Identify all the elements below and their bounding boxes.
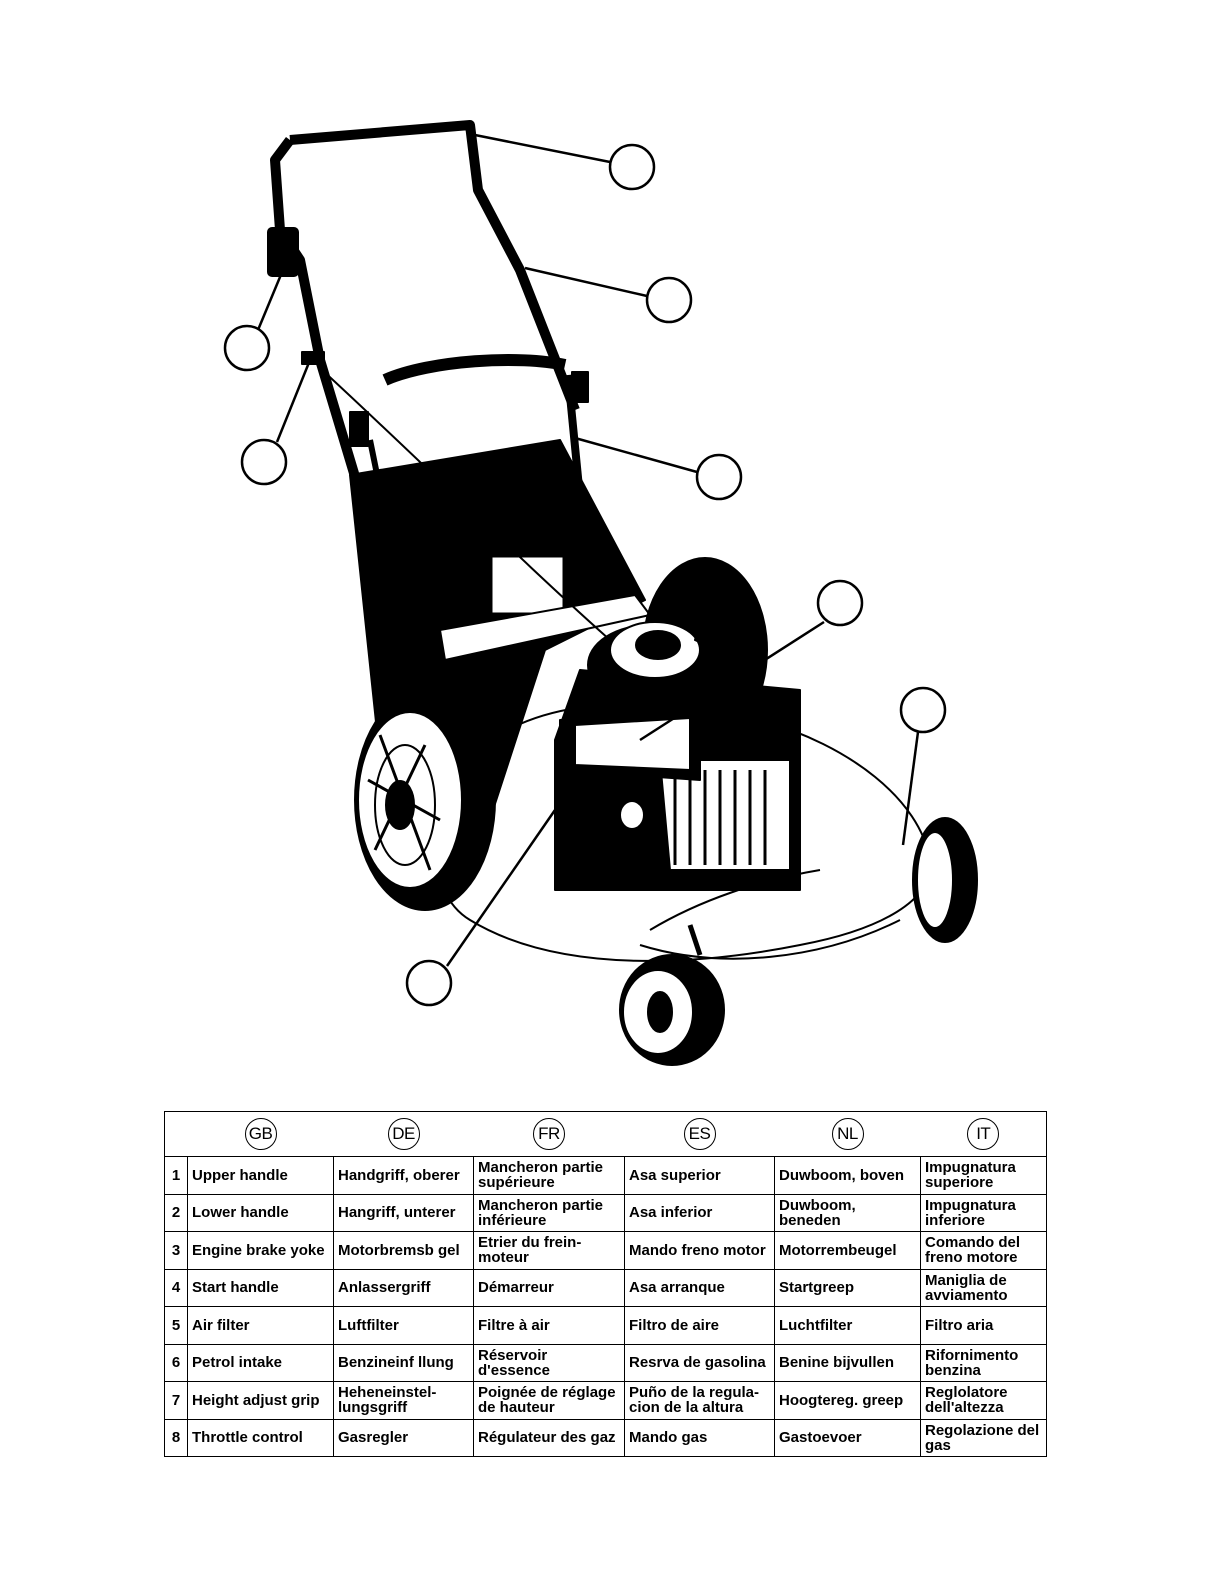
lawn-mower-illustration (223, 120, 978, 1066)
callout-1 (608, 143, 656, 191)
table-row: 8 Throttle control Gasregler Régulateur … (164, 1418, 1047, 1457)
cell-it: Impugnatura inferiore (920, 1193, 1047, 1232)
cell-gb: Start handle (187, 1268, 334, 1307)
table-row: 7 Height adjust grip Heheneinstel-lungsg… (164, 1381, 1047, 1420)
lang-de-badge: DE (387, 1118, 420, 1150)
cell-fr: Poignée de réglage de hauteur (473, 1381, 625, 1420)
cell-gb: Air filter (187, 1306, 334, 1345)
lang-gb-badge: GB (244, 1118, 277, 1150)
callout-6 (816, 579, 864, 627)
cell-de: Hangriff, unterer (333, 1193, 474, 1232)
table-row: 5 Air filter Luftfilter Filtre à air Fil… (164, 1306, 1047, 1345)
callout-4 (240, 438, 288, 486)
cell-nl: Hoogtereg. greep (774, 1381, 921, 1420)
cell-de: Gasregler (333, 1418, 474, 1457)
table-row: 4 Start handle Anlassergriff Démarreur A… (164, 1268, 1047, 1307)
callout-7 (899, 686, 947, 734)
lang-header: DE (333, 1111, 474, 1157)
cell-nl: Gastoevoer (774, 1418, 921, 1457)
cell-es: Mando gas (624, 1418, 775, 1457)
row-number: 6 (164, 1343, 188, 1382)
callout-8 (405, 959, 453, 1007)
cell-es: Resrva de gasolina (624, 1343, 775, 1382)
lang-header: NL (774, 1111, 921, 1157)
cell-gb: Throttle control (187, 1418, 334, 1457)
cell-de: Heheneinstel-lungsgriff (333, 1381, 474, 1420)
cell-it: Comando del freno motore (920, 1231, 1047, 1270)
cell-nl: Benine bijvullen (774, 1343, 921, 1382)
row-number: 3 (164, 1231, 188, 1270)
table-row: 6 Petrol intake Benzineinf llung Réservo… (164, 1343, 1047, 1382)
language-header-row: GB DE FR ES NL IT (164, 1111, 1047, 1157)
cell-fr: Démarreur (473, 1268, 625, 1307)
cell-es: Puño de la regula-cion de la altura (624, 1381, 775, 1420)
lang-header: IT (920, 1111, 1047, 1157)
lang-fr-badge: FR (533, 1118, 565, 1150)
lang-nl-badge: NL (831, 1118, 864, 1150)
cell-it: Impugnatura superiore (920, 1156, 1047, 1195)
cell-fr: Mancheron partie inférieure (473, 1193, 625, 1232)
cell-nl: Luchtfilter (774, 1306, 921, 1345)
callout-3 (223, 324, 271, 372)
row-number: 2 (164, 1193, 188, 1232)
row-number: 5 (164, 1306, 188, 1345)
cell-es: Asa inferior (624, 1193, 775, 1232)
cell-nl: Motorrembeugel (774, 1231, 921, 1270)
cell-gb: Upper handle (187, 1156, 334, 1195)
cell-de: Luftfilter (333, 1306, 474, 1345)
cell-gb: Lower handle (187, 1193, 334, 1232)
cell-fr: Régulateur des gaz (473, 1418, 625, 1457)
cell-nl: Duwboom, beneden (774, 1193, 921, 1232)
cell-gb: Petrol intake (187, 1343, 334, 1382)
cell-fr: Mancheron partie supérieure (473, 1156, 625, 1195)
cell-it: Regolazione del gas (920, 1418, 1047, 1457)
cell-gb: Height adjust grip (187, 1381, 334, 1420)
cell-it: Filtro aria (920, 1306, 1047, 1345)
lang-header: ES (624, 1111, 775, 1157)
cell-de: Anlassergriff (333, 1268, 474, 1307)
lang-it-badge: IT (967, 1118, 1000, 1150)
parts-legend-table: GB DE FR ES NL IT 1 Upper handle Handgri… (164, 1111, 1047, 1457)
cell-fr: Réservoir d'essence (473, 1343, 625, 1382)
cell-de: Benzineinf llung (333, 1343, 474, 1382)
cell-it: Maniglia de avviamento (920, 1268, 1047, 1307)
callout-2 (645, 276, 693, 324)
cell-de: Handgriff, oberer (333, 1156, 474, 1195)
lang-header: GB (187, 1111, 334, 1157)
cell-es: Filtro de aire (624, 1306, 775, 1345)
callouts (223, 143, 947, 1007)
cell-nl: Startgreep (774, 1268, 921, 1307)
callout-leaders (256, 133, 920, 967)
cell-de: Motorbremsb gel (333, 1231, 474, 1270)
cell-it: Reglolatore dell'altezza (920, 1381, 1047, 1420)
cell-es: Asa superior (624, 1156, 775, 1195)
mower-body (267, 120, 978, 1066)
row-number: 4 (164, 1268, 188, 1307)
cell-nl: Duwboom, boven (774, 1156, 921, 1195)
row-number: 8 (164, 1418, 188, 1457)
table-row: 1 Upper handle Handgriff, oberer Mancher… (164, 1156, 1047, 1195)
header-spacer (164, 1111, 188, 1157)
lang-es-badge: ES (683, 1118, 716, 1150)
row-number: 1 (164, 1156, 188, 1195)
cell-it: Rifornimento benzina (920, 1343, 1047, 1382)
table-row: 3 Engine brake yoke Motorbremsb gel Etri… (164, 1231, 1047, 1270)
table-row: 2 Lower handle Hangriff, unterer Mancher… (164, 1193, 1047, 1232)
lang-header: FR (473, 1111, 625, 1157)
cell-gb: Engine brake yoke (187, 1231, 334, 1270)
row-number: 7 (164, 1381, 188, 1420)
cell-es: Mando freno motor (624, 1231, 775, 1270)
cell-fr: Filtre à air (473, 1306, 625, 1345)
cell-es: Asa arranque (624, 1268, 775, 1307)
callout-5 (695, 453, 743, 501)
cell-fr: Etrier du frein-moteur (473, 1231, 625, 1270)
